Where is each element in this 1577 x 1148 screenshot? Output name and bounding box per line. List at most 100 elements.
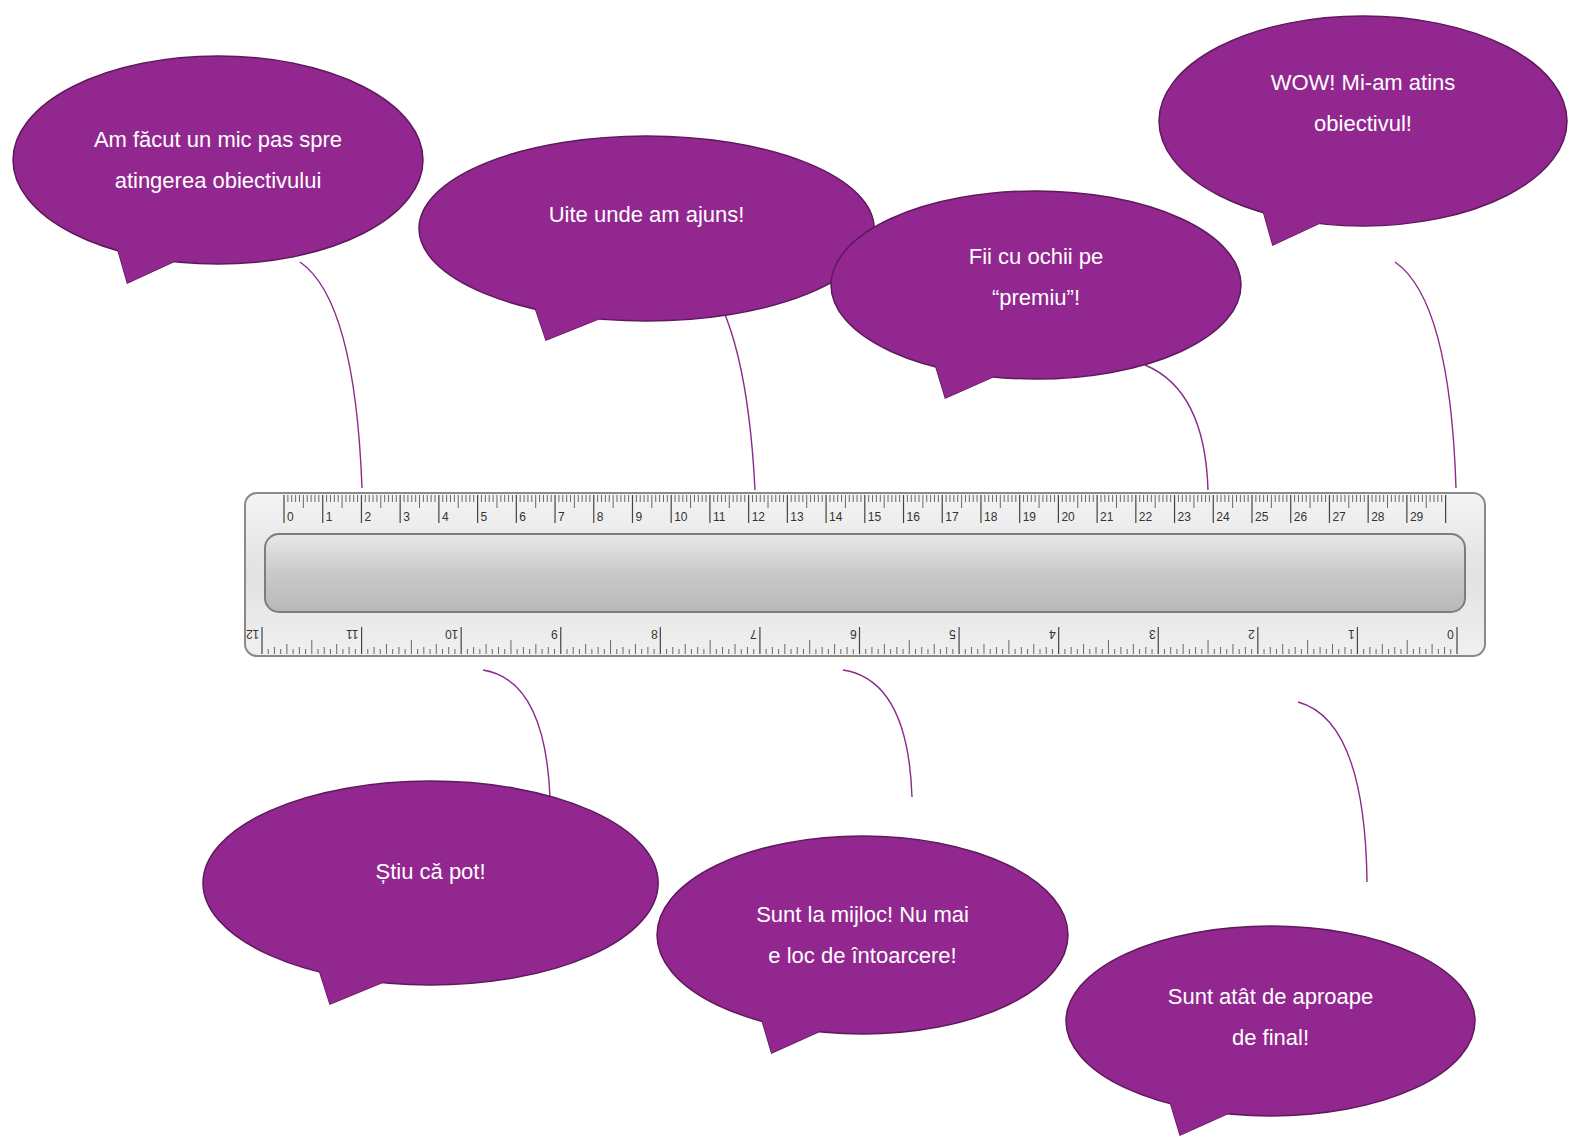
ruler-tick [990, 649, 991, 654]
ruler-tick [1372, 495, 1373, 502]
ruler-tick [996, 647, 997, 654]
ruler-tick [697, 647, 698, 654]
ruler-tick [1317, 495, 1318, 502]
ruler-tick [1295, 647, 1296, 654]
speech-bubble: Fii cu ochii pe “premiu”! [830, 190, 1242, 380]
ruler-tick [1108, 495, 1109, 502]
ruler-tick [436, 644, 437, 654]
ruler-tick [1190, 495, 1191, 502]
ruler-tick [679, 649, 680, 654]
bubble-text: Uite unde am ajuns! [497, 194, 797, 235]
ruler-tick [562, 495, 563, 502]
ruler-tick [417, 649, 418, 654]
bubble-text: Sunt la mijloc! Nu mai e loc de întoarce… [748, 894, 978, 976]
ruler-body [245, 493, 1485, 656]
ruler-tick [527, 495, 528, 502]
ruler-tick [299, 495, 300, 502]
ruler-tick [1197, 495, 1198, 502]
ruler-tick [815, 649, 816, 654]
ruler-tick [735, 644, 736, 654]
ruler-tick [942, 495, 943, 523]
ruler-number: 11 [713, 511, 725, 524]
ruler-tick [884, 644, 885, 654]
ruler-tick [629, 649, 630, 654]
ruler-tick [405, 649, 406, 654]
ruler-tick [1302, 495, 1303, 502]
ruler-tick [1062, 495, 1063, 502]
ruler-tick [716, 649, 717, 654]
ruler-tick [1089, 495, 1090, 502]
ruler-tick [1151, 495, 1152, 502]
bubble-tail-fill [532, 300, 614, 340]
ruler-tick [543, 495, 544, 502]
ruler-tick [386, 644, 387, 654]
ruler-tick [380, 649, 381, 654]
ruler-number: 2 [1248, 627, 1255, 640]
ruler-tick [1321, 495, 1322, 502]
ruler-number: 27 [1332, 511, 1345, 524]
ruler-tick [722, 647, 723, 654]
ruler-tick [1178, 495, 1179, 502]
ruler-tick [706, 495, 707, 502]
bubble-tail-fill [933, 357, 1007, 398]
ruler-tick [1039, 649, 1040, 654]
leader-line [843, 670, 912, 797]
ruler-tick [787, 495, 788, 523]
ruler-tick [1228, 495, 1229, 502]
ruler-tick [1419, 647, 1420, 654]
ruler-tick [666, 649, 667, 654]
ruler-tick [822, 647, 823, 654]
ruler-tick [598, 647, 599, 654]
ruler-tick [1407, 640, 1408, 654]
ruler-tick [450, 495, 451, 502]
ruler-tick [349, 495, 350, 502]
ruler-tick [454, 649, 455, 654]
ruler-tick [663, 495, 664, 502]
ruler-tick [628, 495, 629, 502]
ruler-tick [1214, 649, 1215, 654]
ruler-tick [1035, 495, 1036, 502]
ruler-tick [620, 495, 621, 502]
ruler-tick [888, 495, 889, 502]
ruler-tick [1226, 649, 1227, 654]
ruler-tick [1430, 495, 1431, 502]
bubble-ellipse [1159, 16, 1567, 226]
ruler-tick [1348, 495, 1349, 508]
ruler-tick [635, 644, 636, 654]
ruler-tick [952, 649, 953, 654]
ruler-tick [345, 495, 346, 502]
ruler-tick [958, 627, 959, 654]
bubble-shape [418, 135, 875, 322]
bubble-text: Știu că pot! [281, 851, 581, 892]
ruler-tick [771, 495, 772, 502]
ruler-tick [1255, 495, 1256, 502]
ruler-number: 5 [949, 627, 956, 640]
ruler-number: 21 [1100, 511, 1113, 524]
ruler-tick [1383, 495, 1384, 502]
ruler-tick [1388, 649, 1389, 654]
ruler-tick [644, 495, 645, 502]
ruler-tick [586, 495, 587, 502]
ruler-tick [1083, 644, 1084, 654]
ruler-tick [1124, 495, 1125, 502]
ruler-tick [1425, 649, 1426, 654]
ruler-tick [860, 495, 861, 502]
ruler-tick [654, 649, 655, 654]
ruler-number: 28 [1371, 511, 1384, 524]
ruler-tick [659, 495, 660, 502]
ruler-tick [431, 495, 432, 502]
ruler-tick [1162, 495, 1163, 502]
ruler-tick [1070, 495, 1071, 502]
ruler-tick [591, 649, 592, 654]
ruler-tick [442, 649, 443, 654]
ruler-tick [1410, 495, 1411, 502]
ruler-number: 26 [1294, 511, 1307, 524]
ruler-tick [1433, 495, 1434, 502]
ruler-tick [988, 495, 989, 502]
ruler-tick [467, 649, 468, 654]
ruler-tick [980, 495, 981, 523]
ruler-tick [759, 627, 760, 654]
ruler-tick [369, 495, 370, 502]
ruler-tick [373, 495, 374, 502]
ruler-tick [1205, 495, 1206, 502]
